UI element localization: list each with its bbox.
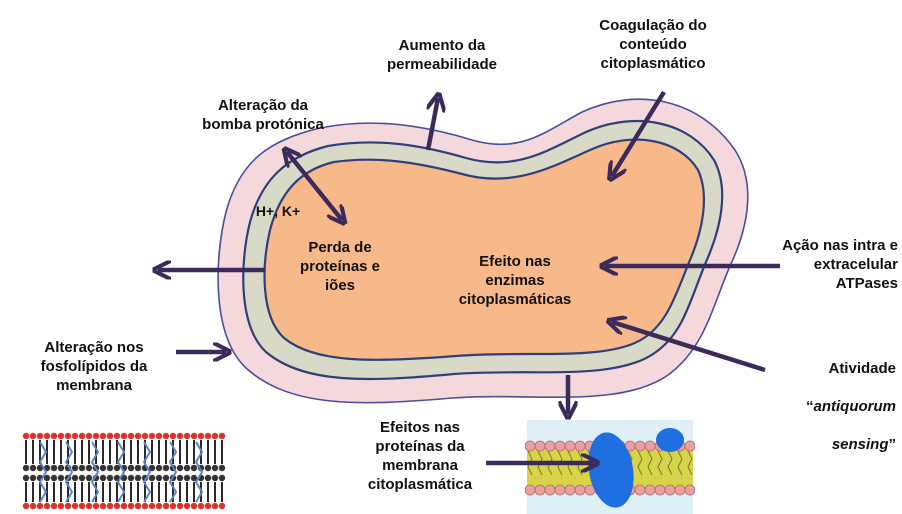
arrow-antiquorum [612,322,766,373]
label-sensing: sensing [831,436,889,453]
label-atpases: Ação nas intra e extracelular ATPases [782,237,898,292]
quote-close: ” [888,436,897,453]
label-antiquorum-activity: Atividade “antiquorum sensing” [730,340,896,454]
label-activity: Atividade [828,360,896,377]
label-ions: H+, K+ [255,203,301,219]
label-membrane-proteins: Efeitos nas proteínas da membrana citopl… [367,419,473,493]
label-increased-permeability: Aumento da permeabilidade [386,37,498,73]
label-phospholipids: Alteração nos fosfolípidos da membrana [40,339,148,394]
cytoplasm [263,138,705,361]
label-proton-pump: Alteração da bomba protónica [202,97,324,133]
phospholipid-bilayer-image [22,428,228,512]
label-enzymes: Efeito nas enzimas citoplasmáticas [458,253,572,308]
quote-open: “ [806,398,814,415]
membrane-protein [588,432,634,508]
arrow-proton-pump [287,152,342,220]
arrow-permeability [425,98,438,151]
membrane-protein-small [656,428,684,452]
label-antiquorum: antiquorum [813,398,897,415]
membrane-protein-image [525,420,695,514]
label-protein-ion-loss: Perda de proteínas e iões [299,239,381,294]
arrow-coagulation [612,90,666,176]
label-cytoplasm-coagulation: Coagulação do conteúdo citoplasmático [599,17,707,72]
